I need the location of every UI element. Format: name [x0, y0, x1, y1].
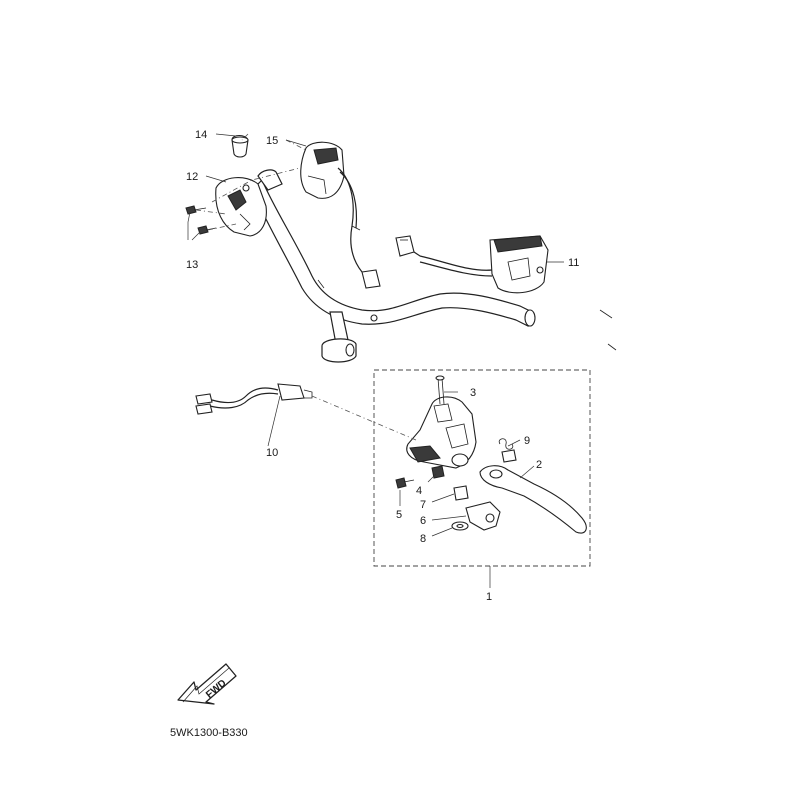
- assembly-box: [373, 369, 591, 567]
- callout-8: 8: [420, 533, 426, 545]
- part-6-bracket: [465, 501, 501, 531]
- part-7-collar: [453, 485, 469, 501]
- part-13-screws: [185, 205, 217, 235]
- part-8-washer: [451, 521, 469, 531]
- part-5-screw: [395, 477, 415, 489]
- part-11-switch: [395, 235, 549, 294]
- callout-3: 3: [470, 387, 476, 399]
- phantom-lines: [195, 133, 417, 441]
- callout-14: 14: [195, 129, 207, 141]
- callout-12: 12: [186, 171, 198, 183]
- callout-6: 6: [420, 515, 426, 527]
- callout-9: 9: [524, 435, 530, 447]
- callout-15: 15: [266, 135, 278, 147]
- callout-10: 10: [266, 447, 278, 459]
- callout-13: 13: [186, 259, 198, 271]
- part-12-switch-housing: [215, 177, 267, 237]
- callout-4: 4: [416, 485, 422, 497]
- part-code: 5WK1300-B330: [170, 727, 248, 739]
- part-9-spring: [498, 438, 517, 463]
- callout-1: 1: [486, 591, 492, 603]
- part-2-brake-lever: [479, 465, 587, 534]
- callout-2: 2: [536, 459, 542, 471]
- handlebar: [251, 169, 617, 363]
- callout-7: 7: [420, 499, 426, 511]
- callout-11: 11: [568, 257, 579, 269]
- part-3-bolt: [435, 375, 445, 405]
- part-14-cap: [231, 134, 249, 158]
- part-15-switch: [300, 141, 381, 289]
- callout-5: 5: [396, 509, 402, 521]
- part-10-cable: [195, 383, 313, 415]
- fwd-arrow-icon: FWD: [177, 663, 237, 705]
- part-1-lever-holder: [406, 396, 477, 469]
- leader-lines: [187, 133, 564, 588]
